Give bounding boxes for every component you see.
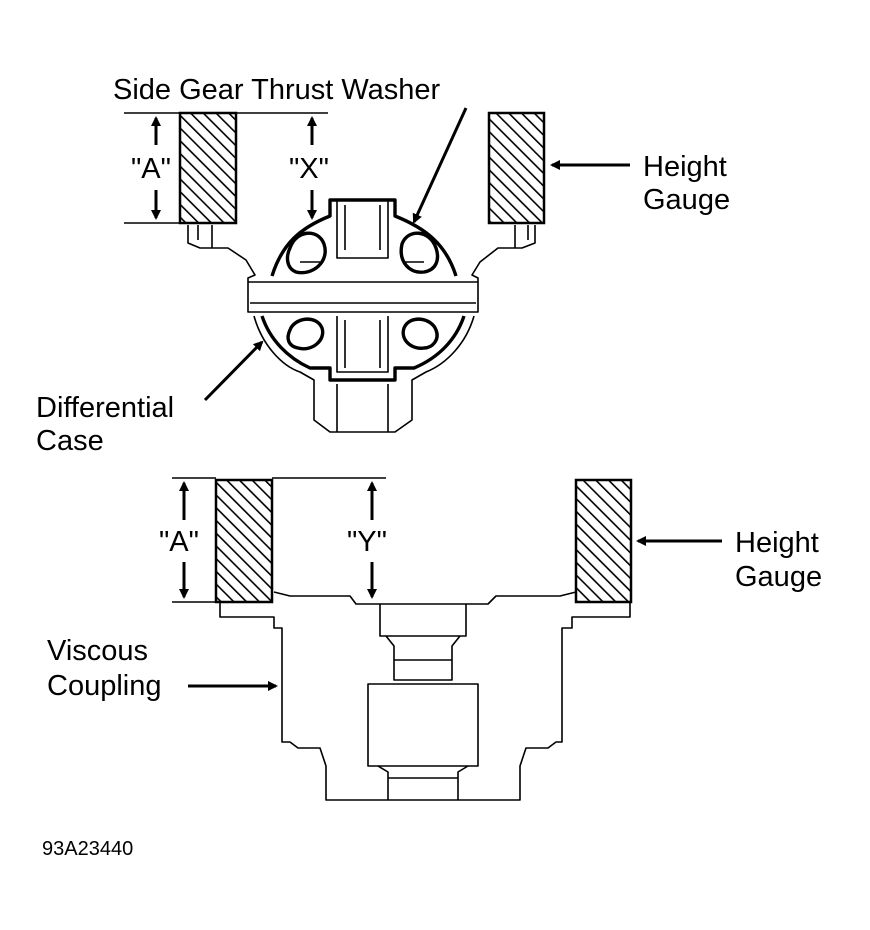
label-height-gauge-top-2: Gauge <box>643 184 730 216</box>
label-viscous-coupling-2: Coupling <box>47 670 161 702</box>
label-height-gauge-top-1: Height <box>643 151 727 183</box>
label-dim-x: "X" <box>289 153 329 185</box>
label-differential-case-1: Differential <box>36 392 174 424</box>
height-gauge-block-left-bottom <box>214 478 274 604</box>
label-dim-a-bottom: "A" <box>159 526 199 558</box>
dimension-a-bottom <box>172 477 216 603</box>
dimension-a-top <box>124 112 180 224</box>
label-height-gauge-bottom-2: Gauge <box>735 561 822 593</box>
label-dim-a-top: "A" <box>131 153 171 185</box>
label-side-gear-thrust-washer: Side Gear Thrust Washer <box>113 74 441 106</box>
label-differential-case-2: Case <box>36 425 104 457</box>
dimension-y <box>272 477 386 599</box>
height-gauge-block-left-top <box>178 111 238 225</box>
thrust-washer-leader-arrow <box>412 107 468 224</box>
dimension-x <box>236 112 328 220</box>
differential-case-leader-arrow <box>203 340 264 402</box>
figure-code: 93A23440 <box>42 838 133 860</box>
label-dim-y: "Y" <box>347 526 387 558</box>
height-gauge-block-right-top <box>487 111 546 225</box>
label-viscous-coupling-1: Viscous <box>47 635 148 667</box>
height-gauge-block-right-bottom <box>574 478 633 604</box>
label-height-gauge-bottom-1: Height <box>735 527 819 559</box>
viscous-coupling-drawing <box>219 591 631 801</box>
differential-case-drawing <box>187 198 536 433</box>
